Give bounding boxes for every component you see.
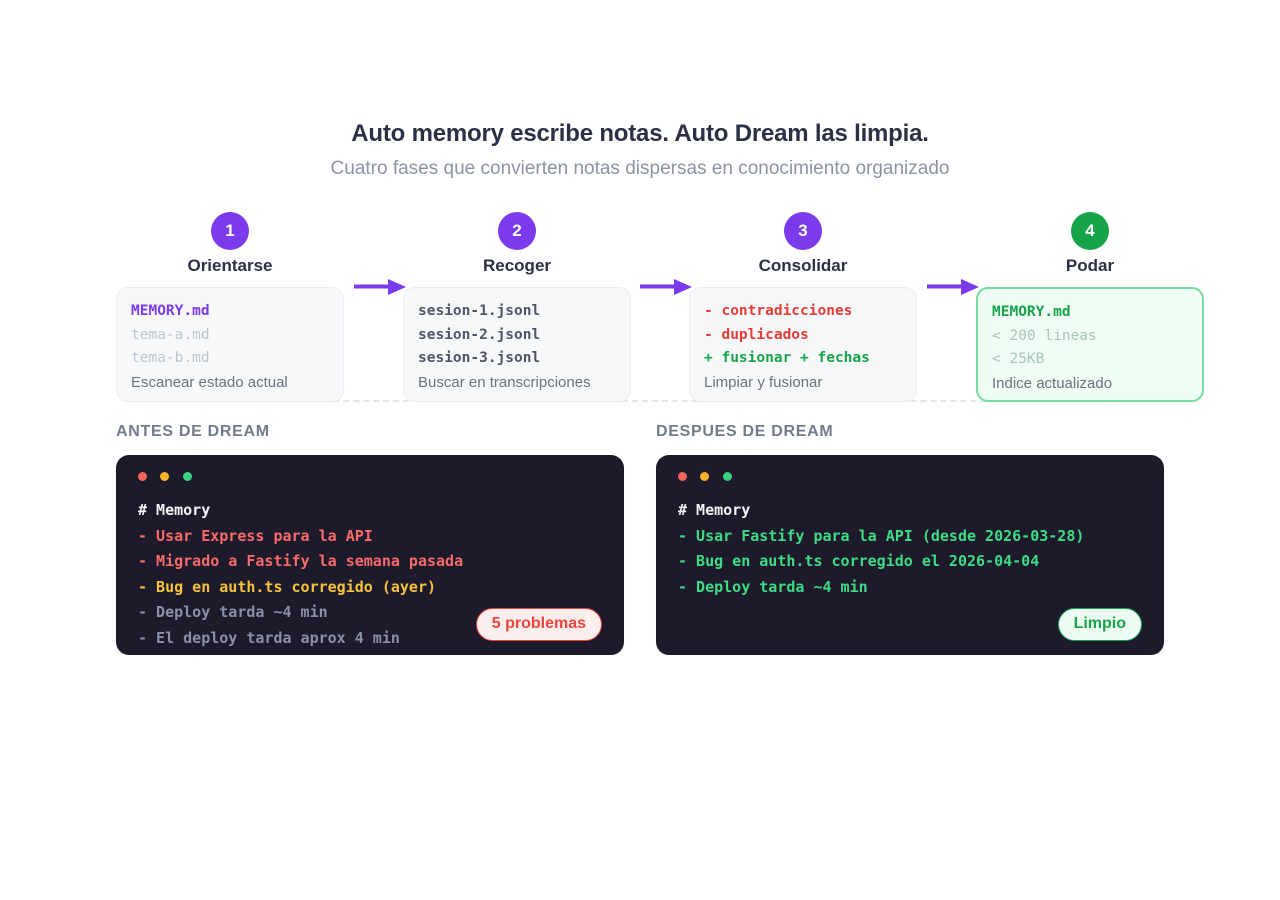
- close-dot-icon[interactable]: [138, 472, 147, 481]
- phase-line: sesion-2.jsonl: [418, 326, 541, 343]
- phase-line: - duplicados: [704, 326, 809, 343]
- phase-title-1: Orientarse: [187, 256, 273, 275]
- phase-connector-line: [234, 400, 1046, 402]
- phase-title-2: Recoger: [482, 256, 552, 275]
- phase-card-podar[interactable]: 4 Podar MEMORY.md < 200 lineas < 25KB In…: [976, 212, 1204, 402]
- phase-card-recoger[interactable]: 2 Recoger sesion-1.jsonl sesion-2.jsonl …: [403, 212, 631, 402]
- phase-badge-2: 2: [498, 212, 536, 250]
- phase-line: + fusionar + fechas: [704, 350, 870, 366]
- maximize-dot-icon[interactable]: [182, 472, 192, 481]
- terminal-before-body: # Memory - Usar Express para la API - Mi…: [138, 498, 602, 651]
- terminal-line: - Migrado a Fastify la semana pasada: [138, 552, 464, 570]
- terminal-line: # Memory: [138, 501, 211, 519]
- status-badge-problems: 5 problemas: [475, 608, 602, 641]
- minimize-dot-icon[interactable]: [700, 472, 710, 481]
- phase-card-orientarse[interactable]: 1 Orientarse MEMORY.md tema-a.md tema-b.…: [116, 212, 344, 402]
- page-title: Auto memory escribe notas. Auto Dream la…: [351, 120, 929, 147]
- arrow-right-icon: [640, 278, 692, 296]
- window-controls: [678, 468, 1142, 490]
- phase-line: < 200 lineas: [992, 327, 1097, 344]
- phase-line: tema-b.md: [131, 350, 210, 366]
- phase-badge-1: 1: [211, 212, 249, 250]
- phase-line: sesion-1.jsonl: [418, 303, 541, 319]
- phase-line: MEMORY.md: [992, 304, 1071, 320]
- terminal-line: - Usar Fastify para la API (desde 2026-0…: [678, 526, 1085, 545]
- arrow-right-icon: [927, 278, 979, 296]
- phase-caption-2: Buscar en transcripciones: [418, 373, 591, 391]
- status-badge-clean: Limpio: [1057, 608, 1142, 641]
- header: Auto memory escribe notas. Auto Dream la…: [0, 118, 1280, 182]
- phase-card-body-3: - contradicciones - duplicados + fusiona…: [689, 287, 917, 402]
- phase-line: < 25KB: [992, 351, 1045, 367]
- terminal-after-body: # Memory - Usar Fastify para la API (des…: [678, 498, 1142, 600]
- terminal-line: # Memory: [678, 501, 751, 519]
- phases-row: 1 Orientarse MEMORY.md tema-a.md tema-b.…: [116, 212, 1204, 404]
- section-label-after: DESPUES DE DREAM: [656, 423, 834, 440]
- close-dot-icon[interactable]: [678, 472, 687, 481]
- section-label-before: ANTES DE DREAM: [116, 423, 270, 440]
- phase-badge-4: 4: [1071, 212, 1109, 250]
- terminal-line: - El deploy tarda aprox 4 min: [138, 628, 400, 647]
- phase-card-body-4: MEMORY.md < 200 lineas < 25KB Indice act…: [976, 287, 1204, 402]
- maximize-dot-icon[interactable]: [722, 472, 732, 481]
- phase-card-body-2: sesion-1.jsonl sesion-2.jsonl sesion-3.j…: [403, 287, 631, 402]
- terminal-line: - Deploy tarda ~4 min: [678, 577, 868, 596]
- minimize-dot-icon[interactable]: [160, 472, 170, 481]
- phase-line: tema-a.md: [131, 326, 210, 343]
- phase-line: MEMORY.md: [131, 303, 210, 319]
- phase-title-3: Consolidar: [758, 256, 848, 275]
- phase-title-4: Podar: [1065, 256, 1115, 275]
- page-subtitle: Cuatro fases que convierten notas disper…: [330, 158, 950, 179]
- phase-caption-1: Escanear estado actual: [131, 373, 288, 391]
- phase-badge-3: 3: [784, 212, 822, 250]
- terminal-after: # Memory - Usar Fastify para la API (des…: [656, 455, 1164, 655]
- phase-card-consolidar[interactable]: 3 Consolidar - contradicciones - duplica…: [689, 212, 917, 402]
- terminal-before: # Memory - Usar Express para la API - Mi…: [116, 455, 624, 655]
- phase-caption-3: Limpiar y fusionar: [704, 373, 823, 391]
- terminal-line: - Bug en auth.ts corregido el 2026-04-04: [678, 552, 1040, 570]
- terminal-line: - Usar Express para la API: [138, 526, 373, 545]
- terminal-line: - Bug en auth.ts corregido (ayer): [138, 577, 437, 596]
- phase-line: - contradicciones: [704, 303, 853, 319]
- phase-caption-4: Indice actualizado: [992, 374, 1113, 392]
- arrow-right-icon: [354, 278, 406, 296]
- window-controls: [138, 468, 602, 490]
- phase-line: sesion-3.jsonl: [418, 350, 541, 366]
- terminal-line: - Deploy tarda ~4 min: [138, 603, 328, 621]
- phase-card-body-1: MEMORY.md tema-a.md tema-b.md Escanear e…: [116, 287, 344, 402]
